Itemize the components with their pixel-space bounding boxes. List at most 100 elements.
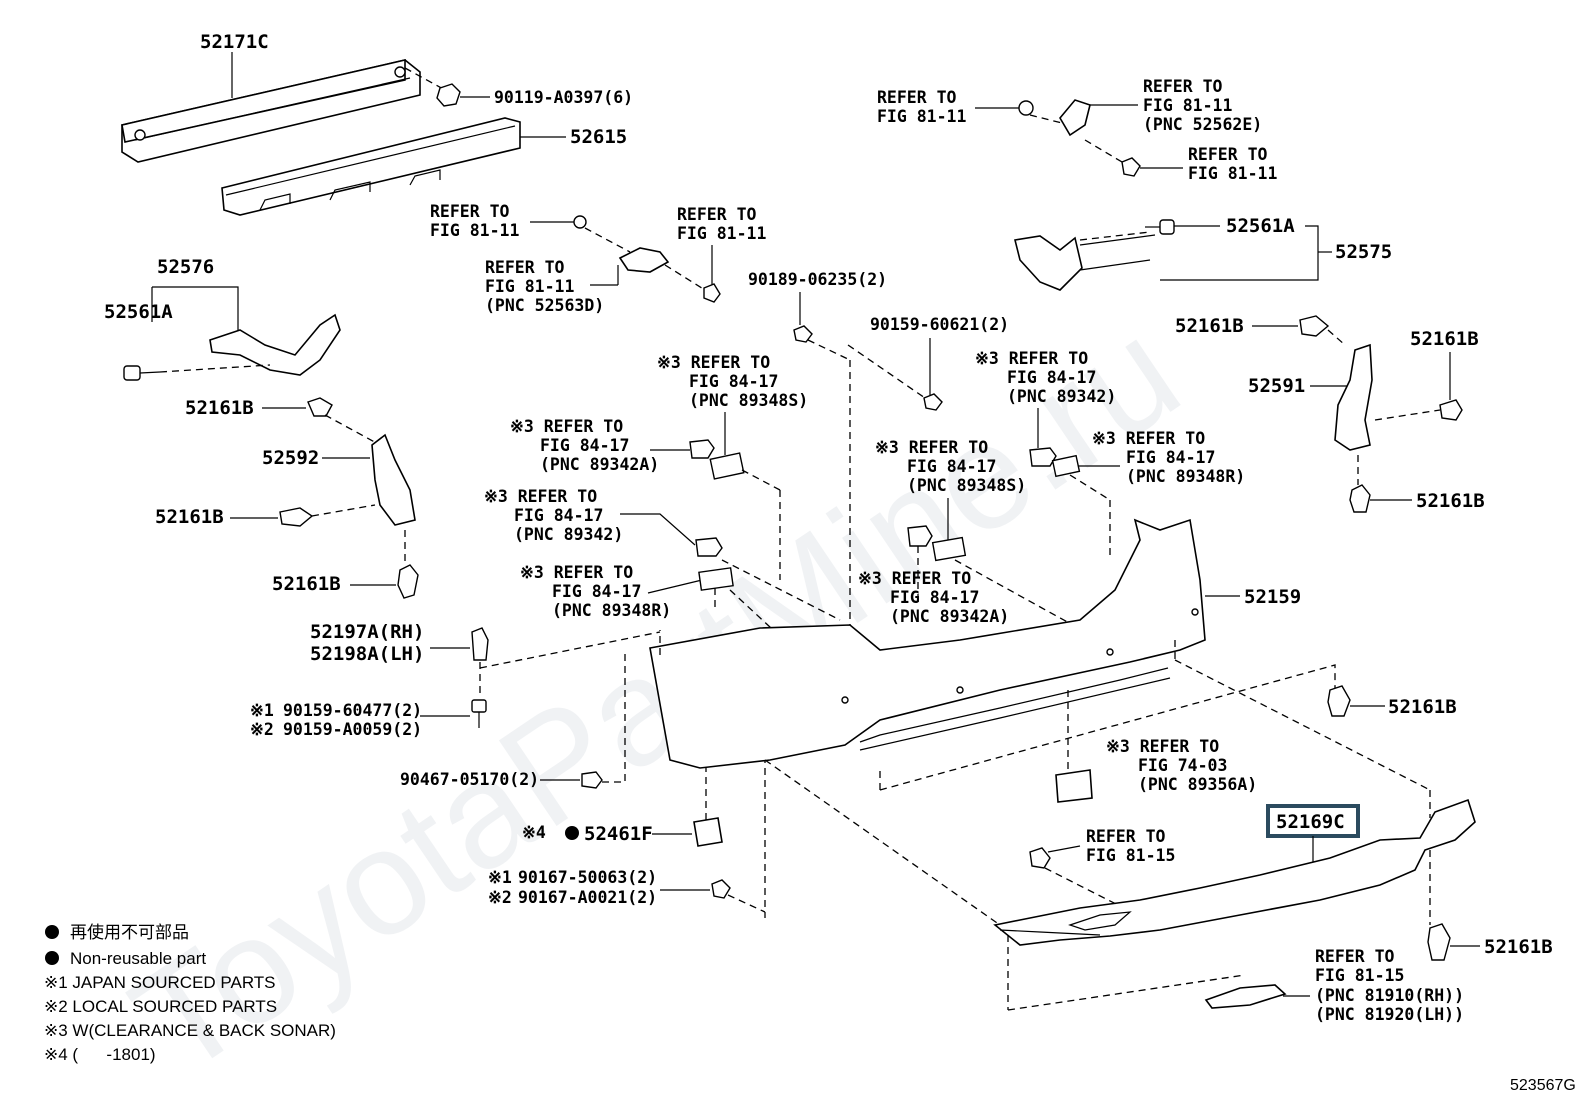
ref-r15-c[interactable]: (PNC 89356A) [1138,775,1257,794]
clip-icon [1439,399,1463,421]
ref-r13-b[interactable]: FIG 84-17 [1126,448,1215,467]
label-52161B-rh4[interactable]: 52161B [1388,696,1457,718]
label-90189-06235[interactable]: 90189-06235(2) [748,270,887,289]
retainer-top-part[interactable] [1059,99,1091,137]
clip-icon [581,771,603,789]
ref-r8-c[interactable]: (PNC 89342A) [540,455,659,474]
label-52161B-3[interactable]: 52161B [272,573,341,595]
label-52461F[interactable]: 52461F [584,823,653,845]
ref-r7-c[interactable]: (PNC 89348S) [689,391,808,410]
ref-fig-81-11-a[interactable]: REFER TO [430,202,510,221]
label-52576[interactable]: 52576 [157,256,214,278]
label-90167-50063[interactable]: 90167-50063(2) [518,868,657,887]
label-52161B-rh2[interactable]: 52161B [1410,328,1479,350]
label-plate-part[interactable] [1055,769,1093,803]
clip-icon [397,564,419,599]
ref-r12-b[interactable]: FIG 84-17 [907,457,996,476]
ref-r14-a[interactable]: ※3 REFER TO [858,569,971,588]
ref-r12-a[interactable]: ※3 REFER TO [875,438,988,457]
ref-r7-b[interactable]: FIG 84-17 [689,372,778,391]
ref-pnc-52563d-b[interactable]: FIG 81-11 [485,277,574,296]
label-90159-60621[interactable]: 90159-60621(2) [870,315,1009,334]
label-52198A[interactable]: 52198A(LH) [310,643,424,665]
label-52592[interactable]: 52592 [262,447,319,469]
ref-r11-a[interactable]: ※3 REFER TO [975,349,1088,368]
ref-r16-a[interactable]: REFER TO [1086,827,1166,846]
ref-r3-a[interactable]: REFER TO [1188,145,1268,164]
ref-r17-b[interactable]: FIG 81-15 [1315,966,1404,985]
ref-r1-a[interactable]: REFER TO [877,88,957,107]
screw-icon [123,365,161,381]
ref-r17-a[interactable]: REFER TO [1315,947,1395,966]
label-52161B-1[interactable]: 52161B [185,397,254,419]
label-52169C[interactable]: 52169C [1276,811,1345,833]
label-90119-A0397[interactable]: 90119-A0397(6) [494,88,633,107]
ref-r10-b[interactable]: FIG 84-17 [552,582,641,601]
label-90159-60477[interactable]: 90159-60477(2) [283,701,422,720]
reinforcement-part[interactable] [121,58,421,163]
label-90159-A0059[interactable]: 90159-A0059(2) [283,720,422,739]
ref-fig-81-11-a-fig[interactable]: FIG 81-11 [430,221,519,240]
ref-r2-a[interactable]: REFER TO [1143,77,1223,96]
label-90467-05170[interactable]: 90467-05170(2) [400,770,539,789]
ref-fig-81-11-b-fig[interactable]: FIG 81-11 [677,224,766,243]
label-90167-A0021[interactable]: 90167-A0021(2) [518,888,657,907]
ref-r13-a[interactable]: ※3 REFER TO [1092,429,1205,448]
sensor-retainer-icon [709,452,745,480]
ref-r15-b[interactable]: FIG 74-03 [1138,756,1227,775]
ref-r11-b[interactable]: FIG 84-17 [1007,368,1096,387]
spoiler-part[interactable] [993,798,1476,946]
retainer-mid-part[interactable] [618,247,670,273]
ref-r17-c[interactable]: (PNC 81910(RH)) [1315,986,1464,1005]
label-52161B-2[interactable]: 52161B [155,506,224,528]
ref-r12-c[interactable]: (PNC 89348S) [907,476,1026,495]
bracket-lh-part[interactable] [371,433,416,526]
ref-r7-a[interactable]: ※3 REFER TO [657,353,770,372]
ref-r17-d[interactable]: (PNC 81920(LH)) [1315,1005,1464,1024]
retainer-lh-part[interactable] [209,313,341,376]
retainer-rh-part[interactable] [1014,234,1156,291]
ref-fig-81-11-b[interactable]: REFER TO [677,205,757,224]
ref-r16-b[interactable]: FIG 81-15 [1086,846,1175,865]
label-52591[interactable]: 52591 [1248,375,1305,397]
clip-icon [1427,923,1451,961]
ref-r10-a[interactable]: ※3 REFER TO [520,563,633,582]
label-52561A-lh[interactable]: 52561A [104,301,173,323]
ref-r8-a[interactable]: ※3 REFER TO [510,417,623,436]
bumper-cover-part[interactable] [649,518,1206,769]
ref-r11-c[interactable]: (PNC 89342) [1007,387,1116,406]
label-52161B-rh3[interactable]: 52161B [1416,490,1485,512]
ref-r8-b[interactable]: FIG 84-17 [540,436,629,455]
ref-r2-c[interactable]: (PNC 52562E) [1143,115,1262,134]
ref-r1-b[interactable]: FIG 81-11 [877,107,966,126]
ref-pnc-52563d-c[interactable]: (PNC 52563D) [485,296,604,315]
label-52615[interactable]: 52615 [570,126,627,148]
clip-icon [1327,685,1351,717]
label-52561A-rh[interactable]: 52561A [1226,215,1295,237]
absorber-part[interactable] [221,117,521,216]
label-52161B-rh5[interactable]: 52161B [1484,936,1553,958]
cap-part[interactable] [693,817,723,847]
label-52161B-rh1[interactable]: 52161B [1175,315,1244,337]
label-52575[interactable]: 52575 [1335,241,1392,263]
ref-r9-a[interactable]: ※3 REFER TO [484,487,597,506]
ref-r9-c[interactable]: (PNC 89342) [514,525,623,544]
bolt-icon [436,83,461,107]
label-52197A[interactable]: 52197A(RH) [310,621,424,643]
ref-r10-c[interactable]: (PNC 89348R) [552,601,671,620]
ref-r9-b[interactable]: FIG 84-17 [514,506,603,525]
label-52171C[interactable]: 52171C [200,31,269,53]
ref-r14-c[interactable]: (PNC 89342A) [890,607,1009,626]
ref-r15-a[interactable]: ※3 REFER TO [1106,737,1219,756]
ref-r2-b[interactable]: FIG 81-11 [1143,96,1232,115]
ref-pnc-52563d-a[interactable]: REFER TO [485,258,565,277]
reflector-part[interactable] [1204,984,1287,1009]
mark-1a: ※1 [250,701,274,720]
label-52159[interactable]: 52159 [1244,586,1301,608]
non-reusable-dot [45,951,59,965]
ref-r13-c[interactable]: (PNC 89348R) [1126,467,1245,486]
ref-r14-b[interactable]: FIG 84-17 [890,588,979,607]
bracket-rh-part[interactable] [1334,343,1373,451]
ref-r3-b[interactable]: FIG 81-11 [1188,164,1277,183]
